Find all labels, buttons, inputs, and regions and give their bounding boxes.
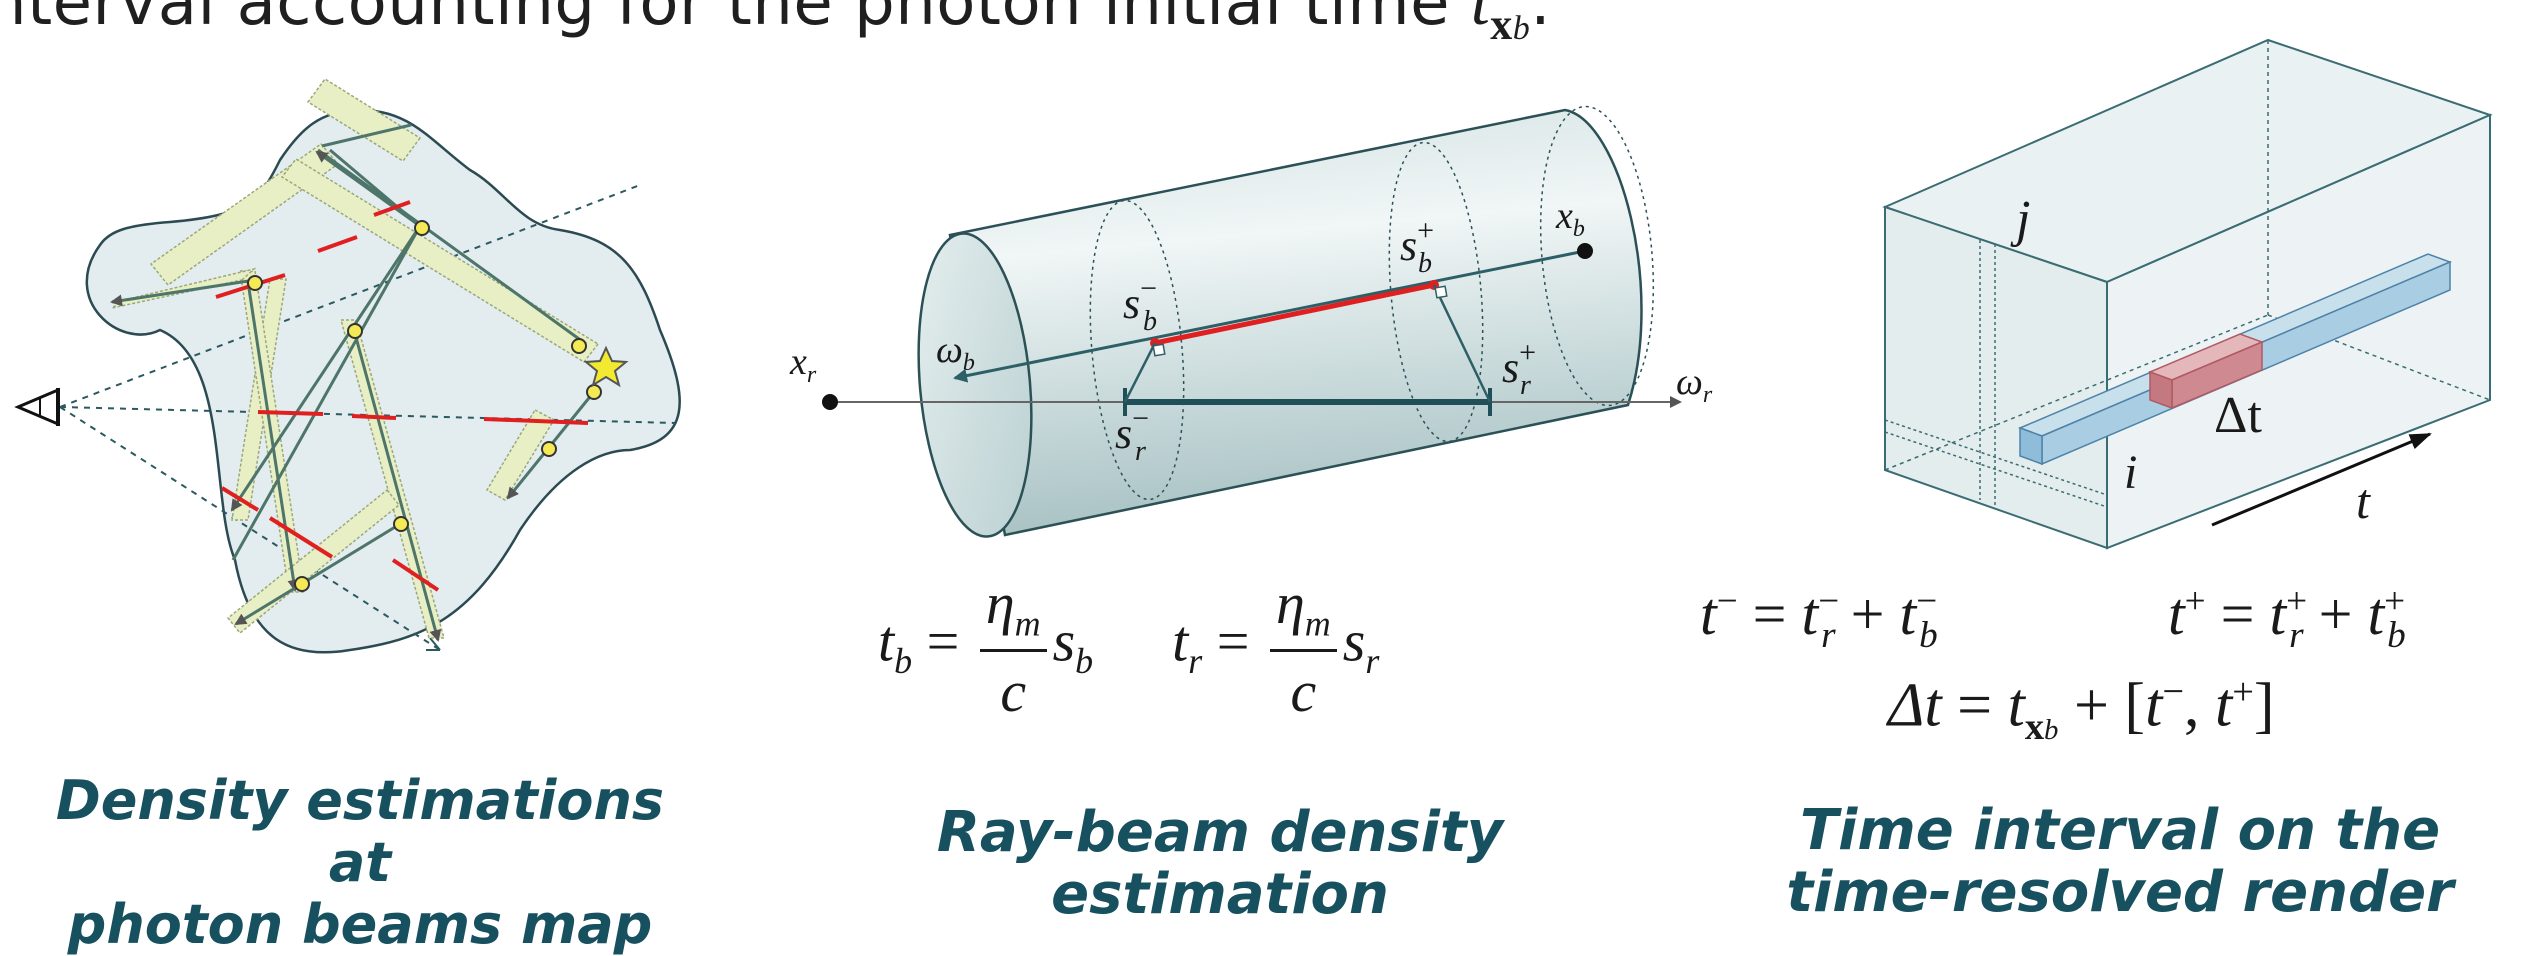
- red-seg-6: [483, 417, 589, 425]
- caption-text: nterval accounting for the photon initia…: [0, 0, 1450, 40]
- x-r-point: [822, 394, 838, 410]
- beam-line-11: [329, 148, 421, 228]
- connector-plus: [1432, 284, 1492, 403]
- right-diagram: j i Δt t: [1882, 38, 2493, 550]
- label-t: t: [2356, 473, 2371, 529]
- label-delta-t: Δt: [2214, 387, 2262, 444]
- beam-line-6: [246, 281, 300, 592]
- cylinder-cap: [917, 232, 1033, 538]
- beam-line-7: [352, 329, 442, 642]
- x-b-point: [1577, 243, 1593, 259]
- cross-section-2: [1388, 141, 1484, 443]
- photon-beam-3: [280, 158, 600, 363]
- photon-point-1: [247, 275, 263, 291]
- fraction-2: ηm c: [1269, 570, 1337, 725]
- photon-point-6: [541, 441, 557, 457]
- photon-point-7: [393, 516, 409, 532]
- caption-math: txb: [1470, 0, 1531, 49]
- beam-segment: [1154, 282, 1435, 346]
- label-x-r: xr: [789, 341, 817, 388]
- photon-point-3: [347, 323, 363, 339]
- camera-ray-3: [59, 406, 441, 651]
- label-x-b: xb: [1555, 195, 1585, 242]
- participating-medium: [85, 108, 681, 654]
- red-seg-4: [257, 410, 324, 416]
- equation-t-minus: t− = t−r + t−b: [1700, 581, 1938, 656]
- photon-point-8: [294, 576, 310, 592]
- fraction-1: ηm c: [979, 570, 1047, 725]
- photon-point-2: [414, 220, 430, 236]
- photon-point-5: [586, 384, 602, 400]
- cylinder-back-rim: [1539, 105, 1655, 407]
- photon-beam-6: [340, 319, 445, 639]
- label-s-b-plus: s+b: [1400, 214, 1434, 279]
- cylinder-body: [948, 108, 1643, 537]
- beam-line-1: [231, 225, 422, 561]
- label-s-r-plus: s+r: [1502, 336, 1536, 401]
- time-arrow: [2211, 432, 2432, 527]
- left-panel-label: Density estimations at photon beams map: [55, 769, 665, 956]
- camera-eye-icon: [14, 387, 60, 427]
- beam-line-8: [234, 522, 401, 626]
- right-panel-label: Time interval on the time-resolved rende…: [1786, 798, 2454, 925]
- interval-end: [2149, 370, 2173, 410]
- red-seg-3: [373, 200, 411, 217]
- connector-minus: [1123, 342, 1157, 403]
- red-seg-2: [317, 235, 358, 253]
- equation-t-plus: t+ = t+r + t+b: [2168, 581, 2406, 656]
- red-seg-8: [268, 516, 334, 559]
- time-column-end: [2019, 426, 2043, 466]
- photon-points: [247, 220, 602, 592]
- equation-delta-t: Δt = txb + [t−, t+]: [1888, 671, 2275, 749]
- middle-panel-label: Ray-beam density estimation: [936, 800, 1504, 927]
- red-seg-7: [220, 486, 260, 512]
- photon-beam-7: [226, 488, 401, 635]
- beam-centre-lines: [110, 123, 595, 642]
- cross-section-1: [1089, 199, 1185, 501]
- photon-beam-2: [306, 77, 422, 163]
- camera-ray-1: [59, 184, 641, 408]
- label-j: j: [2010, 191, 2030, 248]
- label-i: i: [2124, 446, 2137, 499]
- figure-canvas: xr xb ωb ωr s−b s+b s−r s+r: [14, 38, 2493, 654]
- beam-line-4: [321, 123, 412, 148]
- beam-line-5: [110, 278, 256, 307]
- photon-beam-8: [111, 267, 257, 309]
- red-seg-9: [391, 558, 440, 592]
- label-s-b-minus: s−b: [1123, 272, 1157, 337]
- beam-line-10: [315, 150, 421, 228]
- beam-line-2: [230, 231, 418, 512]
- red-seg-5: [351, 414, 397, 420]
- equation-time-beam-ray: tb = ηm c sb tr = ηm c sr: [878, 570, 1380, 725]
- photon-beam-4: [231, 278, 287, 521]
- label-s-r-minus: s−r: [1115, 402, 1149, 467]
- left-diagram: [14, 77, 681, 654]
- middle-diagram: xr xb ωb ωr s−b s+b s−r s+r: [789, 105, 1713, 538]
- photon-beam-9: [485, 409, 556, 502]
- label-omega-b: ωb: [936, 329, 975, 376]
- photon-point-4: [571, 338, 587, 354]
- box-front-face: [1884, 205, 2108, 550]
- beam-line-3: [317, 148, 587, 346]
- top-caption: nterval accounting for the photon initia…: [0, 0, 1551, 50]
- light-source-star-icon: [583, 345, 629, 388]
- label-omega-r: ωr: [1676, 361, 1713, 408]
- beam-axis: [953, 249, 1586, 383]
